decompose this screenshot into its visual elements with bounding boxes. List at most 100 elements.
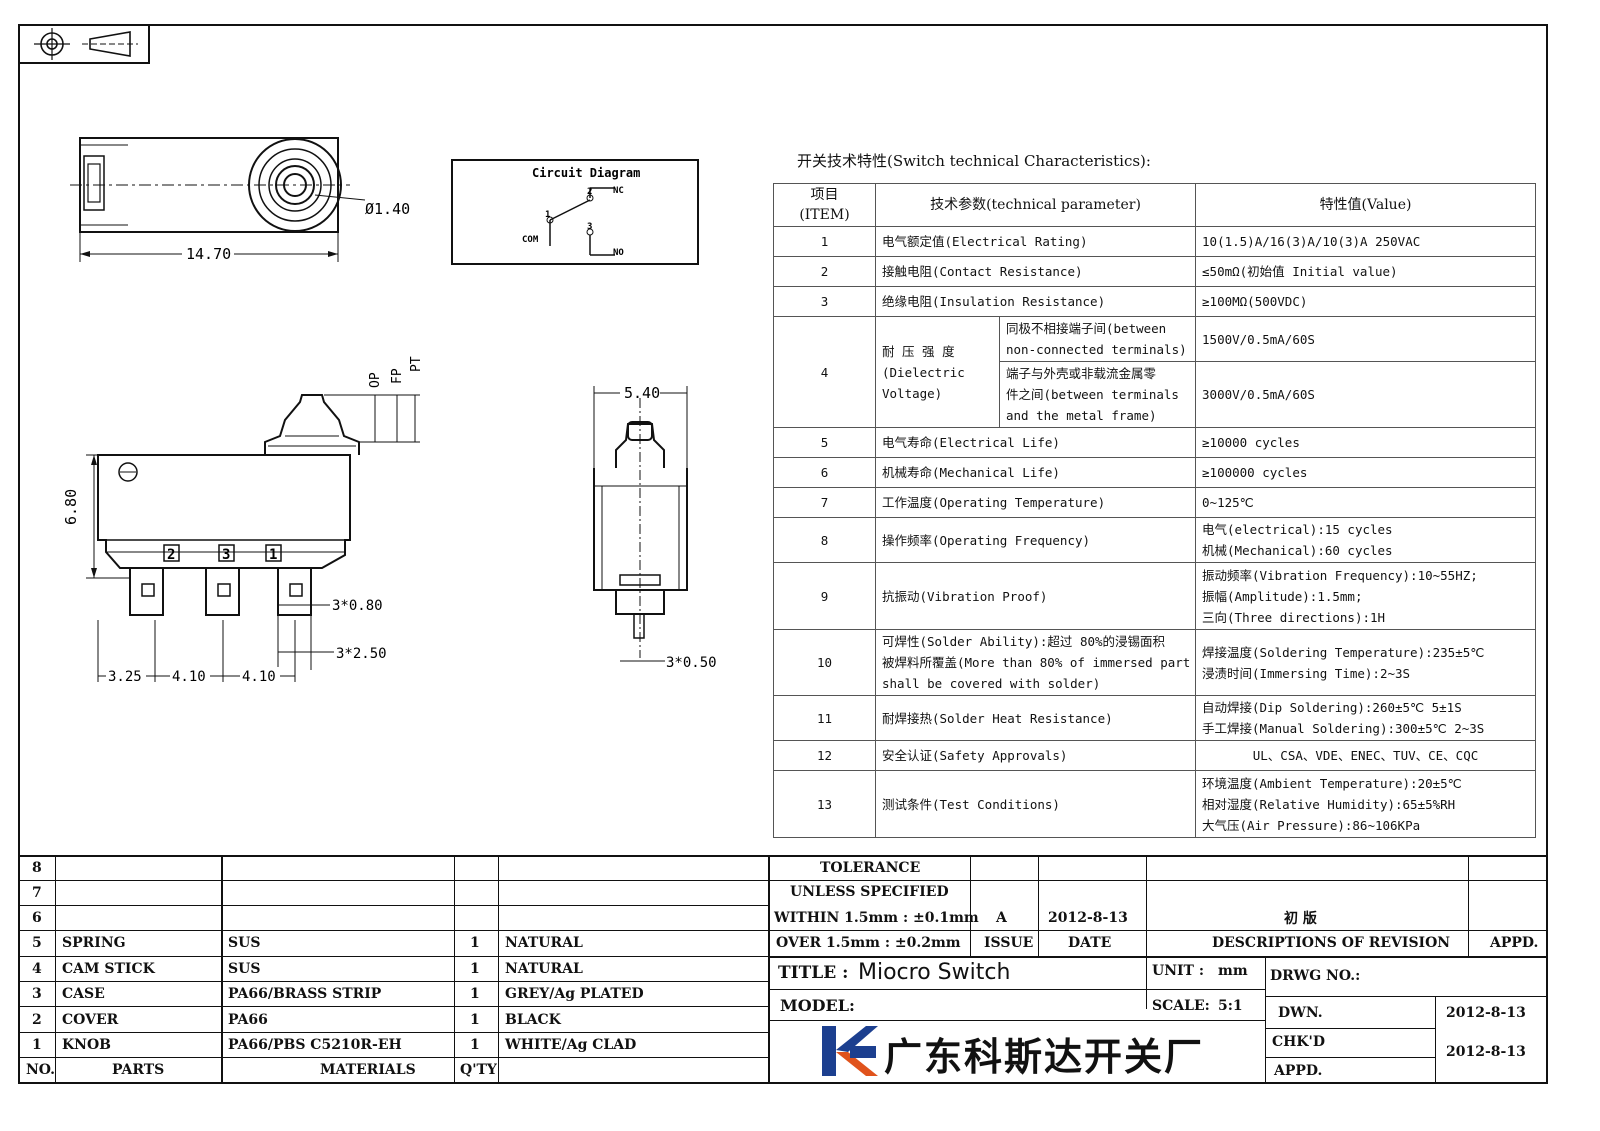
spec-header-value: 特性值(Value) <box>1195 183 1536 227</box>
bom-note: GREY/Ag PLATED <box>505 986 644 1002</box>
circuit-diagram: Circuit Diagram 2 1 3 NC NO COM <box>451 159 699 265</box>
company-logo-icon <box>822 1026 878 1076</box>
bom-part: COVER <box>62 1012 119 1028</box>
issue-label: ISSUE <box>984 935 1034 951</box>
dim-terminal-thickness: 3*0.50 <box>666 655 717 671</box>
dim-width: 5.40 <box>624 384 660 402</box>
appd-label: APPD. <box>1490 935 1539 951</box>
circuit-com: COM <box>522 235 539 245</box>
drawing-title: Miocro Switch <box>858 960 1011 985</box>
chk-date: 2012-8-13 <box>1446 1044 1526 1060</box>
dim-terminal-width: 3*0.80 <box>332 598 383 614</box>
bom-no: 8 <box>32 860 42 876</box>
circuit-pin-1: 1 <box>545 210 550 220</box>
bom-no: 4 <box>32 961 42 977</box>
bom-part: KNOB <box>62 1037 111 1053</box>
bom-qty: 1 <box>470 961 480 977</box>
bom-qty: 1 <box>470 935 480 951</box>
circuit-nc: NC <box>613 186 624 196</box>
bom-no: 3 <box>32 986 42 1002</box>
spec-title: 开关技术特性(Switch technical Characteristics)… <box>797 152 1151 170</box>
unless-specified: UNLESS SPECIFIED <box>790 884 949 900</box>
spec-table: 项目(ITEM) 技术参数(technical parameter) 特性值(V… <box>773 183 1536 838</box>
date-label: DATE <box>1068 935 1112 951</box>
issue-value: A <box>996 910 1007 926</box>
bom-note: WHITE/Ag CLAD <box>505 1037 637 1053</box>
bom-material: PA66/BRASS STRIP <box>228 986 382 1002</box>
bom-part: CASE <box>62 986 105 1002</box>
bom-header-materials: MATERIALS <box>320 1062 416 1078</box>
circuit-pin-2: 2 <box>587 187 592 197</box>
model-label: MODEL: <box>780 996 855 1015</box>
pin-label-1: 1 <box>269 547 277 563</box>
bom-no: 1 <box>32 1037 42 1053</box>
spec-header-param: 技术参数(technical parameter) <box>874 183 1197 227</box>
spec-header-item: 项目(ITEM) <box>773 183 876 227</box>
dwn-label: DWN. <box>1278 1005 1323 1021</box>
bom-no: 5 <box>32 935 42 951</box>
dim-fp: FP <box>390 368 405 384</box>
dim-op: OP <box>368 372 383 388</box>
scale-value: 5:1 <box>1218 998 1243 1014</box>
scale-label: SCALE: <box>1152 998 1210 1014</box>
tolerance-label: TOLERANCE <box>820 860 921 876</box>
unit-value: mm <box>1218 963 1248 979</box>
side-view-drawing: 5.40 3*0.50 <box>593 384 717 671</box>
circuit-no: NO <box>613 248 624 258</box>
bom-qty: 1 <box>470 1012 480 1028</box>
bom-header-qty: Q'TY <box>460 1062 497 1078</box>
bom-no: 7 <box>32 885 42 901</box>
bom-no: 2 <box>32 1012 42 1028</box>
date-value: 2012-8-13 <box>1048 910 1128 926</box>
dim-pitch-3: 4.10 <box>242 669 276 685</box>
bom-qty: 1 <box>470 986 480 1002</box>
unit-label: UNIT : <box>1152 963 1205 979</box>
drawing-number-label: DRWG NO.: <box>1270 968 1361 984</box>
description-label: DESCRIPTIONS OF REVISION <box>1212 935 1451 951</box>
circuit-title: Circuit Diagram <box>532 166 640 180</box>
bom-material: PA66/PBS C5210R-EH <box>228 1037 402 1053</box>
dim-terminal-pitch: 3*2.50 <box>336 646 387 662</box>
dwn-date: 2012-8-13 <box>1446 1005 1526 1021</box>
dim-pitch-1: 3.25 <box>108 669 142 685</box>
appd-label-2: APPD. <box>1274 1063 1323 1079</box>
pin-label-3: 3 <box>222 547 230 563</box>
tolerance-over: OVER 1.5mm : ±0.2mm <box>776 935 961 951</box>
dim-diameter: Ø1.40 <box>365 200 410 218</box>
projection-icon <box>34 28 138 60</box>
circuit-pin-3: 3 <box>587 222 592 232</box>
bom-no: 6 <box>32 910 42 926</box>
bom-part: SPRING <box>62 935 126 951</box>
bom-note: NATURAL <box>505 935 583 951</box>
top-view-drawing: Ø1.40 14.70 <box>70 137 410 263</box>
front-view-drawing: 2 3 1 6.80 OP FP PT 3*0.80 3*2.50 3.25 4… <box>62 356 424 685</box>
bom-header-parts: PARTS <box>112 1062 165 1078</box>
bom-qty: 1 <box>470 1037 480 1053</box>
bom-material: PA66 <box>228 1012 268 1028</box>
revision-description: 初 版 <box>1284 911 1317 927</box>
dim-pt: PT <box>409 356 424 372</box>
bom-part: CAM STICK <box>62 961 155 977</box>
pin-label-2: 2 <box>167 547 175 563</box>
bom-note: BLACK <box>505 1012 561 1028</box>
dim-length: 14.70 <box>186 245 231 263</box>
dim-pitch-2: 4.10 <box>172 669 206 685</box>
bom-material: SUS <box>228 935 261 951</box>
projection-symbol <box>18 24 150 64</box>
bom-material: SUS <box>228 961 261 977</box>
bom-note: NATURAL <box>505 961 583 977</box>
dim-height: 6.80 <box>62 489 80 525</box>
company-name: 广东科斯达开关厂 <box>884 1035 1205 1079</box>
bom-header-no: NO. <box>26 1062 56 1078</box>
chkd-label: CHK'D <box>1272 1034 1325 1050</box>
